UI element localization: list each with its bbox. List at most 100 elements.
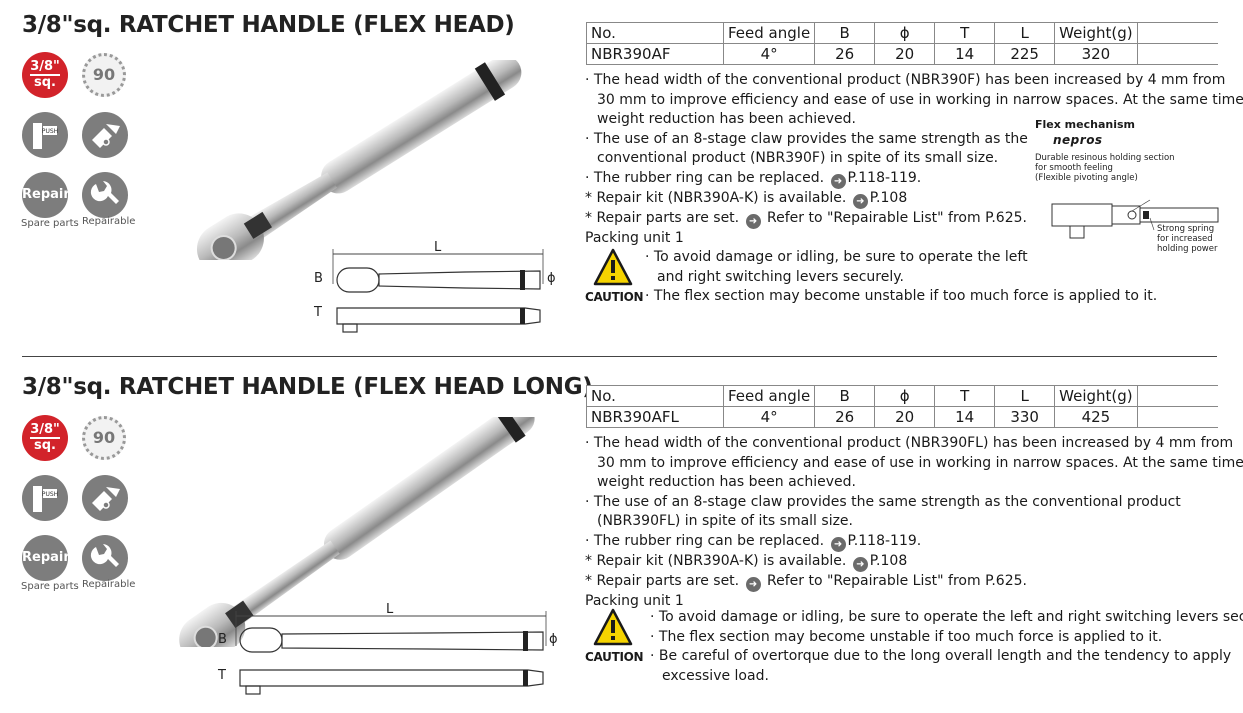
note-line: · The use of an 8-stage claw provides th… bbox=[585, 130, 1028, 147]
note-line: · The head width of the conventional pro… bbox=[585, 72, 1226, 88]
wrench-icon-graphic bbox=[90, 544, 119, 567]
spare-parts-caption: Spare parts bbox=[21, 218, 79, 229]
note-line: 30 mm to improve efficiency and ease of … bbox=[597, 454, 1243, 471]
flex-angle-icon-graphic bbox=[92, 124, 120, 148]
caution-block: CAUTION bbox=[585, 608, 644, 664]
product-notes: · The head width of the conventional pro… bbox=[585, 434, 1243, 611]
gear-teeth-count: 90 bbox=[92, 65, 116, 84]
flex-desc-line: Durable resinous holding section bbox=[1035, 153, 1175, 163]
cell-phi: 20 bbox=[874, 406, 936, 428]
product-section-flex-head-long: 3/8"sq. RATCHET HANDLE (FLEX HEAD LONG) … bbox=[0, 362, 1243, 713]
arrow-right-icon: ➜ bbox=[852, 193, 868, 209]
spec-table-header: No. Feed angle B ϕ T L Weight(g) bbox=[586, 385, 1218, 407]
caution-block: CAUTION bbox=[585, 248, 644, 304]
page-ref-link[interactable]: P.108 bbox=[869, 189, 908, 206]
caution-line: · Be careful of overtorque due to the lo… bbox=[650, 648, 1232, 664]
dim-label-t: T bbox=[314, 305, 322, 320]
packing-unit: Packing unit 1 bbox=[585, 229, 684, 246]
packing-unit: Packing unit 1 bbox=[585, 592, 684, 609]
flex-desc-line: for smooth feeling bbox=[1035, 163, 1113, 173]
note-line-repair-kit: * Repair kit (NBR390A-K) is available. ➜… bbox=[585, 189, 1243, 209]
dim-label-phi: ϕ bbox=[549, 632, 558, 647]
flex-angle-icon bbox=[82, 475, 128, 521]
header-l: L bbox=[994, 385, 1056, 407]
cell-blank bbox=[1136, 406, 1218, 428]
flex-angle-icon-graphic bbox=[92, 487, 120, 511]
caution-notes: · To avoid damage or idling, be sure to … bbox=[645, 248, 1157, 307]
note-line-repair-kit: * Repair kit (NBR390A-K) is available. ➜… bbox=[585, 552, 1243, 572]
header-feed-angle: Feed angle bbox=[722, 22, 816, 44]
product-notes: · The head width of the conventional pro… bbox=[585, 71, 1243, 248]
cell-t: 14 bbox=[934, 406, 996, 428]
arrow-right-icon: ➜ bbox=[830, 173, 846, 189]
table-row: NBR390AFL 4° 26 20 14 330 425 bbox=[586, 406, 1218, 428]
header-weight: Weight(g) bbox=[1054, 385, 1138, 407]
flex-angle-icon bbox=[82, 112, 128, 158]
caution-line: · The flex section may become unstable i… bbox=[650, 628, 1163, 645]
flex-mechanism-diagram: Flex mechanism nepros Durable resinous h… bbox=[1035, 118, 1220, 258]
note-line-repair-parts: * Repair parts are set. ➜ Refer to "Repa… bbox=[585, 572, 1243, 592]
header-blank bbox=[1136, 22, 1218, 44]
header-phi: ϕ bbox=[874, 385, 936, 407]
caution-line: and right switching levers securely. bbox=[657, 268, 904, 285]
caution-triangle-icon bbox=[593, 608, 633, 646]
drive-size-bottom: sq. bbox=[34, 438, 56, 453]
caution-line: · To avoid damage or idling, be sure to … bbox=[645, 249, 1028, 265]
flex-mechanism-title: Flex mechanism bbox=[1035, 118, 1135, 131]
header-weight: Weight(g) bbox=[1054, 22, 1138, 44]
drive-size-icon: 3/8" sq. bbox=[22, 52, 68, 98]
push-release-icon-graphic: PUSH bbox=[33, 486, 58, 512]
arrow-right-icon: ➜ bbox=[830, 536, 846, 552]
page-ref-link[interactable]: P.108 bbox=[869, 552, 908, 569]
drive-size-top: 3/8" bbox=[30, 59, 60, 76]
dim-label-b: B bbox=[314, 271, 323, 286]
cell-blank bbox=[1136, 43, 1218, 65]
header-feed-angle: Feed angle bbox=[722, 385, 816, 407]
gear-teeth-icon: 90 bbox=[82, 53, 126, 97]
note-line-repair-parts: * Repair parts are set. ➜ Refer to "Repa… bbox=[585, 209, 1243, 229]
section-title: 3/8"sq. RATCHET HANDLE (FLEX HEAD LONG) bbox=[22, 374, 593, 400]
dim-label-b: B bbox=[218, 632, 227, 647]
page-ref-link[interactable]: Refer to "Repairable List" from P.625. bbox=[767, 572, 1027, 589]
header-blank bbox=[1136, 385, 1218, 407]
cell-weight: 320 bbox=[1054, 43, 1138, 65]
note-line: weight reduction has been achieved. bbox=[597, 111, 856, 127]
flex-desc: Durable resinous holding section for smo… bbox=[1035, 153, 1175, 183]
repairable-caption: Repairable bbox=[82, 216, 136, 227]
header-l: L bbox=[994, 22, 1056, 44]
note-line: 30 mm to improve efficiency and ease of … bbox=[597, 91, 1243, 108]
note-line: (NBR390FL) in spite of its small size. bbox=[597, 513, 853, 529]
caution-line: · To avoid damage or idling, be sure to … bbox=[650, 609, 1243, 625]
dim-label-l: L bbox=[434, 240, 442, 255]
spring-desc-line: holding power bbox=[1157, 244, 1218, 254]
caution-notes: · To avoid damage or idling, be sure to … bbox=[650, 608, 1243, 686]
note-text: * Repair kit (NBR390A-K) is available. bbox=[585, 552, 847, 569]
note-line: · The use of an 8-stage claw provides th… bbox=[585, 493, 1181, 510]
gear-teeth-icon: 90 bbox=[82, 416, 126, 460]
wrench-icon bbox=[82, 535, 128, 581]
repair-label: Repair bbox=[22, 550, 70, 565]
repair-label: Repair bbox=[22, 187, 70, 202]
ratchet-product-photo bbox=[179, 417, 535, 647]
caution-line: excessive load. bbox=[662, 667, 769, 684]
note-line: weight reduction has been achieved. bbox=[597, 474, 856, 490]
header-t: T bbox=[934, 22, 996, 44]
page-ref-link[interactable]: Refer to "Repairable List" from P.625. bbox=[767, 209, 1027, 226]
dimension-drawing bbox=[332, 249, 544, 333]
section-divider bbox=[22, 356, 1217, 357]
spare-parts-caption: Spare parts bbox=[21, 581, 79, 592]
arrow-right-icon: ➜ bbox=[745, 213, 761, 229]
header-no: No. bbox=[586, 385, 724, 407]
ratchet-product-photo bbox=[196, 60, 522, 260]
push-label: PUSH bbox=[42, 491, 58, 498]
table-row: NBR390AF 4° 26 20 14 225 320 bbox=[586, 43, 1218, 65]
cell-no: NBR390AF bbox=[586, 43, 724, 65]
caution-label: CAUTION bbox=[585, 290, 644, 304]
header-t: T bbox=[934, 385, 996, 407]
page-ref-link[interactable]: P.118-119. bbox=[847, 169, 922, 186]
push-label: PUSH bbox=[42, 128, 58, 135]
cell-t: 14 bbox=[934, 43, 996, 65]
note-line-rubber: · The rubber ring can be replaced. ➜P.11… bbox=[585, 169, 1243, 189]
page-ref-link[interactable]: P.118-119. bbox=[847, 532, 922, 549]
spec-table: No. Feed angle B ϕ T L Weight(g) NBR390A… bbox=[586, 22, 1218, 65]
